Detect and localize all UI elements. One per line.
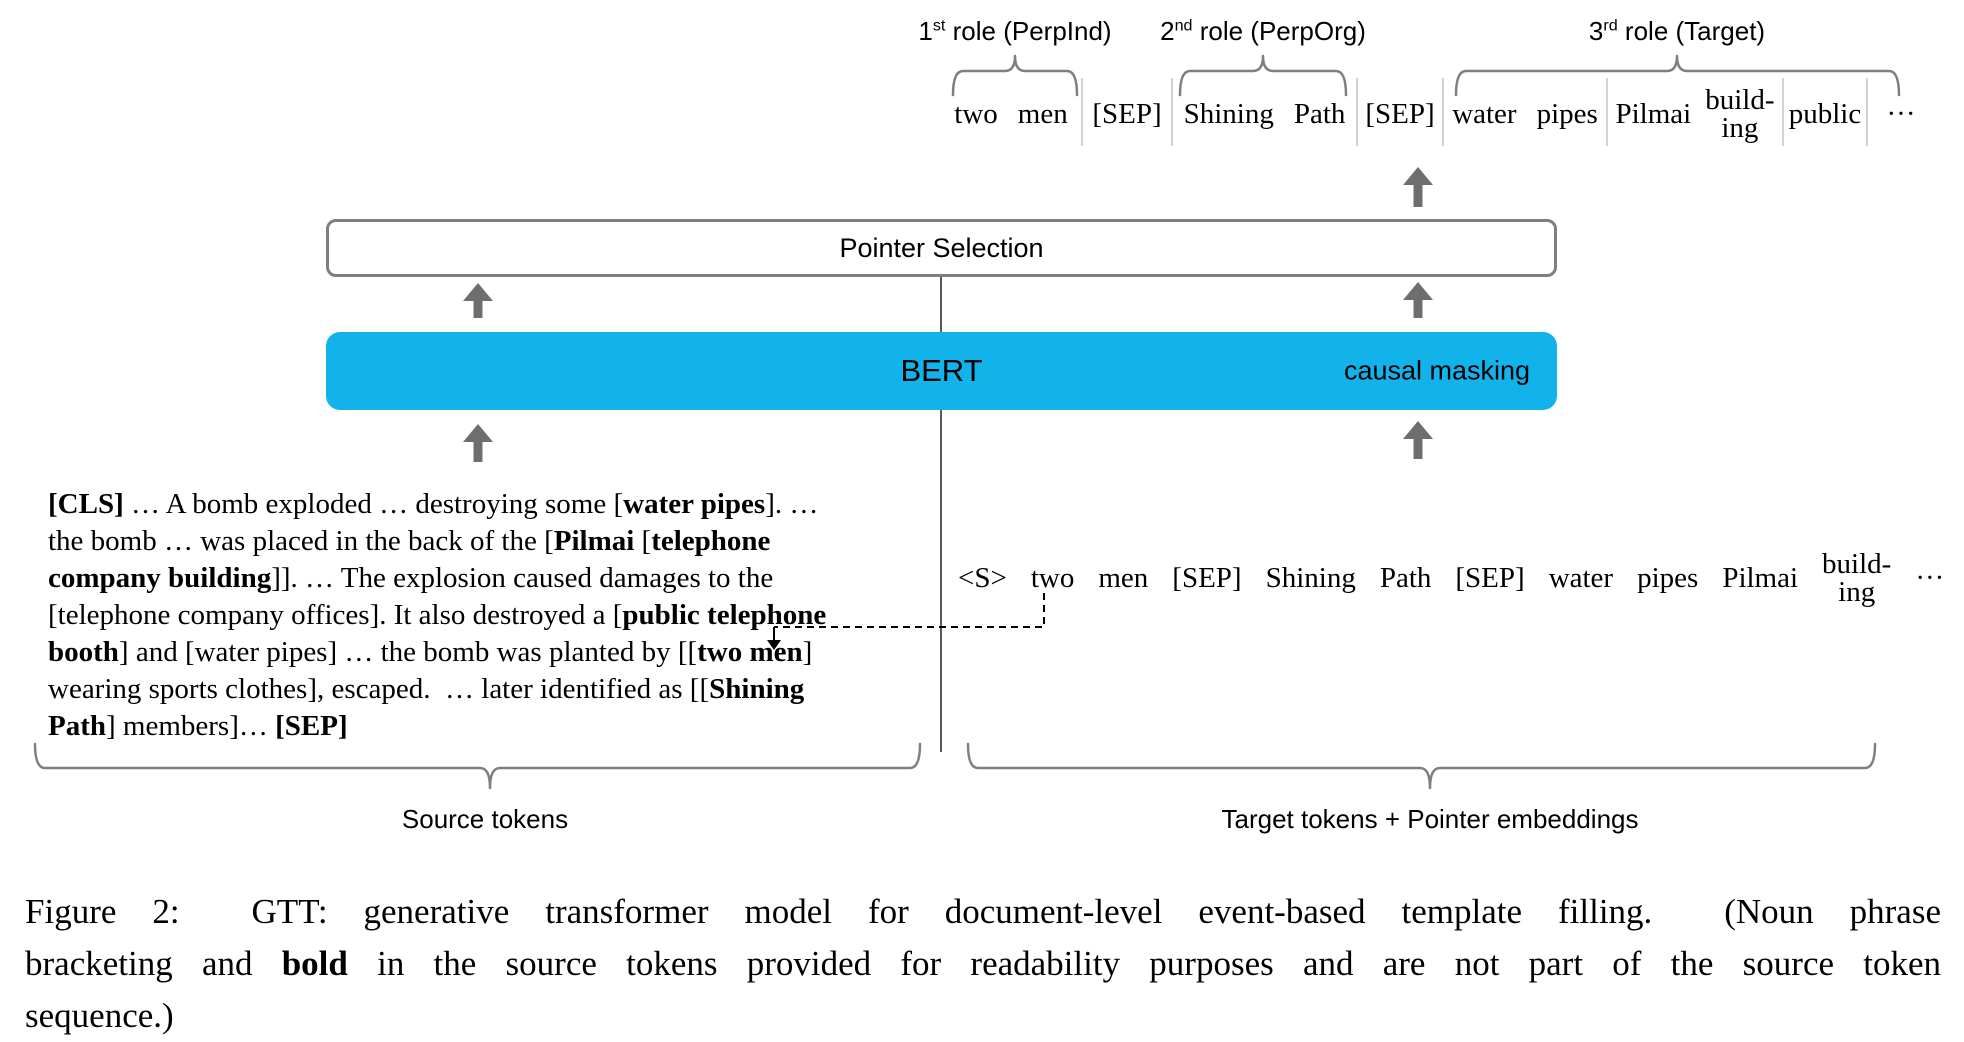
output-token-group: water pipes — [1443, 82, 1607, 146]
up-arrow-icon — [1403, 421, 1433, 439]
token: men — [1098, 561, 1149, 594]
up-arrow-stem — [473, 440, 483, 462]
source-tokens-text: [CLS] … A bomb exploded … destroying som… — [48, 486, 943, 745]
caption-line: sequence.) — [25, 996, 174, 1035]
token: water — [1548, 561, 1614, 594]
token: [SEP] — [1455, 561, 1525, 594]
up-arrow-stem — [1413, 183, 1423, 207]
token: two — [954, 97, 998, 130]
caption-line: bracketing and bold in the source tokens… — [25, 944, 1942, 983]
pointer-selection-box: Pointer Selection — [326, 219, 1557, 277]
output-token-group: public — [1783, 82, 1867, 146]
role-label: 2nd role (PerpOrg) — [1160, 16, 1366, 46]
token: Path — [1293, 97, 1346, 130]
up-arrow-stem — [1413, 298, 1423, 318]
output-token-group: Shining Path — [1172, 82, 1357, 146]
token: water — [1452, 97, 1517, 130]
token: Pilmai — [1722, 561, 1799, 594]
source-text-line: the bomb … was placed in the back of the… — [48, 525, 771, 557]
token: Path — [1379, 561, 1432, 594]
source-text-line: [telephone company offices]. It also des… — [48, 599, 827, 631]
output-token-group: [SEP] — [1357, 82, 1443, 146]
token: [SEP] — [1365, 97, 1435, 130]
source-tokens-label: Source tokens — [401, 804, 569, 834]
output-token-group: [SEP] — [1082, 82, 1172, 146]
token: ··· — [1886, 97, 1916, 130]
token: Shining — [1183, 97, 1274, 130]
output-token-group: Pilmai build-ing — [1607, 82, 1783, 146]
bert-label: BERT — [900, 353, 983, 388]
up-arrow-stem — [473, 299, 483, 318]
pointer-selection-label: Pointer Selection — [839, 232, 1044, 263]
token: public — [1788, 97, 1862, 130]
token: pipes — [1536, 97, 1598, 130]
token: <S> — [958, 561, 1007, 594]
token: build-ing — [1822, 548, 1892, 608]
output-token-group: ··· — [1867, 82, 1935, 146]
token: two — [1030, 561, 1075, 594]
causal-masking-label: causal masking — [1343, 355, 1531, 386]
token: Shining — [1265, 561, 1356, 594]
token: Pilmai — [1615, 97, 1692, 130]
caption-line: Figure 2: GTT: generative transformer mo… — [25, 892, 1941, 931]
bottom-brace — [966, 742, 1877, 790]
source-text-line: wearing sports clothes], escaped. … late… — [48, 673, 805, 705]
source-text-line: booth] and [water pipes] … the bomb was … — [48, 636, 813, 668]
bottom-brace — [33, 742, 922, 790]
token: [SEP] — [1172, 561, 1242, 594]
up-arrow-icon — [463, 424, 493, 442]
token: build-ing — [1705, 84, 1775, 144]
up-arrow-icon — [463, 283, 493, 301]
source-text-line: company building]]. … The explosion caus… — [48, 562, 774, 594]
target-tokens-label: Target tokens + Pointer embeddings — [1221, 804, 1639, 834]
token: men — [1017, 97, 1068, 130]
figure-caption: Figure 2: GTT: generative transformer mo… — [25, 886, 1941, 1042]
token: [SEP] — [1092, 97, 1162, 130]
role-label: 1st role (PerpInd) — [918, 16, 1112, 46]
source-text-line: [CLS] … A bomb exploded … destroying som… — [48, 488, 819, 520]
token: pipes — [1637, 561, 1699, 594]
role-label: 3rd role (Target) — [1588, 16, 1766, 46]
up-arrow-stem — [1413, 437, 1423, 459]
token: ··· — [1915, 561, 1945, 594]
up-arrow-icon — [1403, 167, 1433, 185]
up-arrow-icon — [1403, 282, 1433, 300]
bert-box: BERT causal masking — [326, 332, 1557, 410]
source-text-line: Path] members]… [SEP] — [48, 710, 348, 742]
